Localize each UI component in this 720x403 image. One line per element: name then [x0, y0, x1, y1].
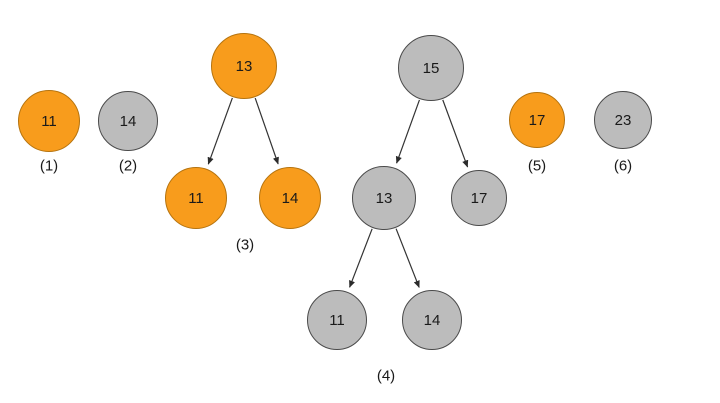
- tree-node-n3b: 14: [259, 167, 321, 229]
- tree-edge-n3r-to-n3b: [254, 97, 279, 165]
- node-value-label: 13: [375, 189, 393, 207]
- node-value-label: 17: [470, 189, 488, 207]
- tree-node-n4r: 15: [398, 35, 464, 101]
- node-value-label: 14: [281, 189, 299, 207]
- node-value-label: 11: [188, 189, 204, 207]
- tree-node-n4b: 17: [451, 170, 507, 226]
- node-value-label: 14: [423, 311, 441, 329]
- caption-c4: (4): [376, 367, 396, 385]
- tree-node-n6: 23: [594, 91, 652, 149]
- caption-c2: (2): [118, 157, 138, 175]
- tree-node-n1: 11: [18, 90, 80, 152]
- tree-edge-n4r-to-n4b: [442, 99, 469, 168]
- tree-node-n4a: 13: [352, 166, 416, 230]
- tree-node-n4c: 11: [307, 290, 367, 350]
- tree-node-n4d: 14: [402, 290, 462, 350]
- tree-node-n3l: 11: [165, 167, 227, 229]
- tree-edge-n4a-to-n4c: [349, 228, 373, 288]
- tree-node-n2: 14: [98, 91, 158, 151]
- node-value-label: 14: [119, 112, 137, 130]
- tree-edge-n3r-to-n3l: [207, 97, 233, 165]
- node-value-label: 17: [528, 111, 546, 129]
- tree-edges: [207, 97, 469, 288]
- caption-c6: (6): [613, 157, 633, 175]
- caption-c5: (5): [527, 157, 547, 175]
- tree-edge-n4a-to-n4d: [395, 228, 420, 288]
- node-value-label: 23: [614, 111, 632, 129]
- tree-edge-n4r-to-n4a: [395, 99, 421, 164]
- tree-node-n3r: 13: [211, 33, 277, 99]
- caption-c3: (3): [235, 236, 255, 254]
- node-value-label: 11: [329, 311, 345, 329]
- tree-node-n5: 17: [509, 92, 565, 148]
- node-value-label: 15: [422, 59, 440, 77]
- node-value-label: 11: [41, 112, 57, 130]
- node-value-label: 13: [235, 57, 253, 75]
- caption-c1: (1): [39, 157, 59, 175]
